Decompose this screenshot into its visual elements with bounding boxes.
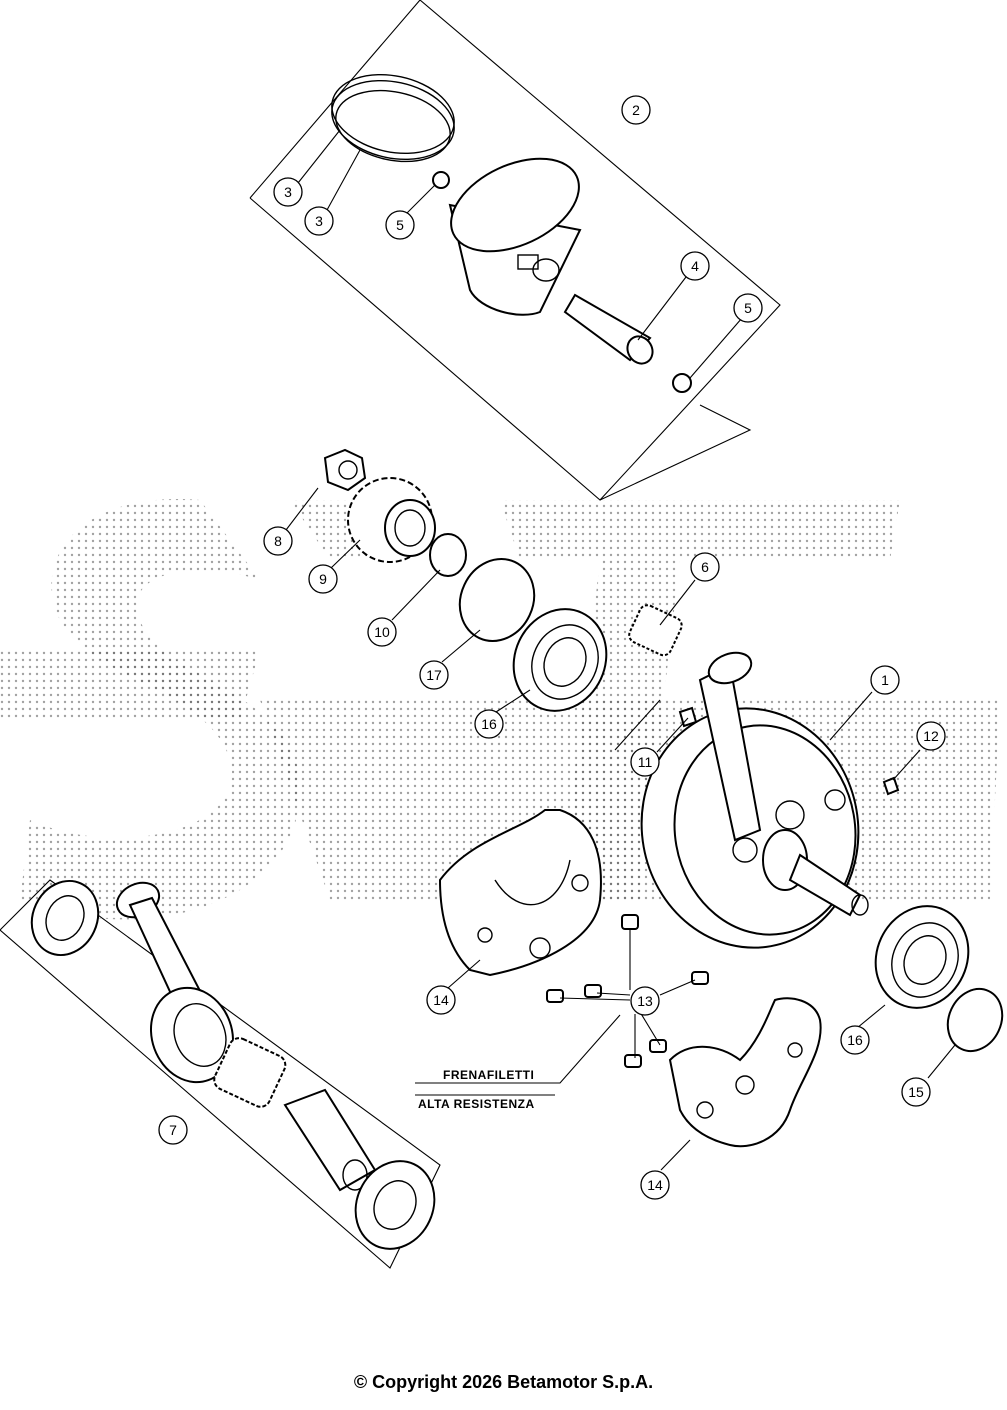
callout-label: 4 [691, 258, 699, 274]
callout-bubble: 3 [304, 206, 334, 236]
callout-bubble: 16 [840, 1025, 870, 1055]
bearing-icon [512, 608, 608, 712]
callout-bubble: 6 [690, 552, 720, 582]
callout-label: 7 [169, 1122, 177, 1138]
piston-pin-icon [563, 293, 654, 365]
bearing-icon [874, 905, 970, 1009]
callout-label: 16 [847, 1032, 863, 1048]
connecting-rod-icon [30, 880, 436, 1250]
callout-label: 8 [274, 533, 282, 549]
callout-bubble: 14 [426, 985, 456, 1015]
callout-bubble: 12 [916, 721, 946, 751]
crankcase-half-icon [438, 809, 602, 977]
callout-label: 13 [637, 993, 653, 1009]
seal-ring-icon [946, 987, 1004, 1053]
o-ring-icon [429, 533, 467, 577]
callout-label: 14 [647, 1177, 663, 1193]
callout-label: 16 [481, 716, 497, 732]
conrod-group-frame [0, 879, 441, 1269]
piston-icon [432, 157, 692, 393]
callout-bubble: 9 [308, 564, 338, 594]
callout-label: 14 [433, 992, 449, 1008]
note-line-1: FRENAFILETTI [443, 1068, 534, 1082]
nut-icon [323, 448, 367, 492]
copyright-text: © Copyright 2026 Betamotor S.p.A. [353, 1372, 654, 1392]
callout-label: 15 [908, 1084, 924, 1100]
callout-bubble: 8 [263, 526, 293, 556]
needle-bearing-icon [628, 604, 683, 657]
callout-bubble: 17 [419, 660, 449, 690]
callout-label: 5 [744, 300, 752, 316]
callout-bubble: 2 [621, 95, 651, 125]
screw-icon [546, 914, 709, 1068]
callout-label: 3 [315, 213, 323, 229]
callout-bubble: 1 [870, 665, 900, 695]
callout-label: 17 [426, 667, 442, 683]
callout-bubble: 10 [367, 617, 397, 647]
callout-bubble: 14 [640, 1170, 670, 1200]
piston-ring-icon [331, 73, 455, 163]
callout-label: 6 [701, 559, 709, 575]
callout-label: 2 [632, 102, 640, 118]
callout-bubble: 13 [630, 986, 660, 1016]
callout-bubble: 3 [273, 177, 303, 207]
callout-label: 9 [319, 571, 327, 587]
callout-bubble: 7 [158, 1115, 188, 1145]
callout-bubble: 5 [733, 293, 763, 323]
piston-group-frame [249, 0, 781, 501]
woodruff-key-icon [678, 706, 698, 728]
crankshaft-icon [640, 651, 869, 949]
callout-label: 1 [881, 672, 889, 688]
callout-bubble: 11 [630, 747, 660, 777]
leader-lines [285, 129, 956, 1171]
callout-bubble: 15 [901, 1077, 931, 1107]
callout-label: 11 [638, 754, 653, 770]
note-line-2: ALTA RESISTENZA [418, 1097, 535, 1111]
oil-seal-icon [458, 558, 536, 642]
callout-label: 12 [923, 728, 939, 744]
callout-bubble: 5 [385, 210, 415, 240]
crankcase-half-icon [668, 997, 822, 1148]
callout-bubble: 16 [474, 709, 504, 739]
callout-label: 5 [396, 217, 404, 233]
callout-label: 10 [374, 624, 390, 640]
callout-label: 3 [284, 184, 292, 200]
key-icon [882, 776, 900, 796]
callout-bubble: 4 [680, 251, 710, 281]
gear-icon [347, 477, 436, 563]
